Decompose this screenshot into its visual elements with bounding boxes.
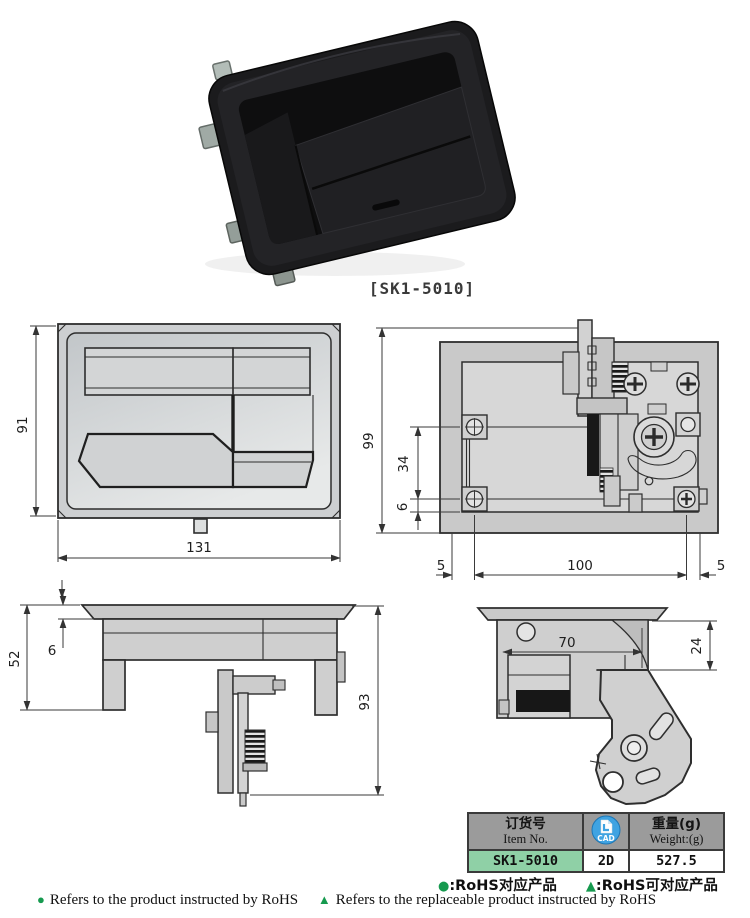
legend-text: Refers to the replaceable product instru… xyxy=(335,892,657,908)
cell-weight: 527.5 xyxy=(628,849,725,873)
rear-mount-hole-bottom-left xyxy=(461,486,488,512)
dim-rear-hole-offset-v: 6 xyxy=(395,503,411,512)
rohs-dot-icon: ● xyxy=(37,892,45,907)
header-weight: 重量(g) Weight:(g) xyxy=(628,812,725,851)
dim-rear-height: 99 xyxy=(361,432,377,449)
rear-mount-hole-top-left xyxy=(461,414,488,440)
dim-rear-hole-spacing-v: 34 xyxy=(396,455,412,472)
latch-body xyxy=(198,20,516,287)
dim-rear-hole-spacing-h: 100 xyxy=(567,558,593,574)
cell-cad-type: 2D xyxy=(582,849,630,873)
rear-mount-hole-bottom-right xyxy=(673,486,700,512)
dim-side-depth: 93 xyxy=(357,693,373,710)
header-weight-zh: 重量(g) xyxy=(651,816,701,832)
table-row: SK1-5010 2D 527.5 xyxy=(467,849,725,873)
legend-item: ▲ Refers to the replaceable product instr… xyxy=(318,892,656,909)
cell-item-no: SK1-5010 xyxy=(467,849,584,873)
front-view-dimensions: 91 131 xyxy=(15,325,341,562)
dim-front-height: 91 xyxy=(15,416,31,433)
engineering-drawings: 91 131 xyxy=(7,319,726,807)
side-view-left-dimensions: 52 6 93 xyxy=(7,592,384,796)
dim-side-body-width: 70 xyxy=(558,635,575,651)
model-label: [SK1-5010] xyxy=(368,279,476,298)
dim-front-width: 131 xyxy=(186,540,212,556)
dim-side-front-height: 52 xyxy=(7,650,23,667)
cad-icon-label: CAD xyxy=(597,834,615,843)
legend-item: ●:RoHS对应产品 xyxy=(438,874,557,895)
rohs-triangle-icon: ▲ xyxy=(585,879,596,894)
dim-rear-margin-right: 5 xyxy=(717,558,726,574)
front-view-drawing xyxy=(57,323,341,599)
dim-side-catch-height: 24 xyxy=(689,637,705,654)
spec-table: 订货号 Item No. CAD 重量(g) Weight:(g) SK1-50… xyxy=(467,812,725,873)
side-view-right-drawing xyxy=(476,607,692,806)
rohs-triangle-icon: ▲ xyxy=(317,892,331,907)
legend-text: Refers to the product instructed by RoHS xyxy=(49,892,299,908)
header-item-no-zh: 订货号 xyxy=(505,816,546,832)
rohs-legend-zh: ●:RoHS对应产品 ▲:RoHS可对应产品 xyxy=(438,874,718,895)
dim-rear-margin-left: 5 xyxy=(437,558,446,574)
product-photo xyxy=(198,20,516,287)
side-view-right-dimensions: 70 24 xyxy=(502,620,717,671)
rear-view-drawing xyxy=(439,319,719,534)
legend-item: ● Refers to the product instructed by RoH… xyxy=(37,892,298,909)
header-weight-en: Weight:(g) xyxy=(649,832,704,846)
rear-view-dimensions: 99 34 6 5 100 5 xyxy=(361,327,726,580)
header-cad: CAD xyxy=(582,812,630,851)
rohs-dot-icon: ● xyxy=(438,879,450,894)
legend-text: :RoHS可对应产品 xyxy=(595,878,718,894)
header-item-no-en: Item No. xyxy=(503,832,548,846)
legend-text: :RoHS对应产品 xyxy=(449,878,557,894)
cad-icon: CAD xyxy=(591,815,621,844)
legend-item: ▲:RoHS可对应产品 xyxy=(586,874,718,895)
dim-side-flange: 6 xyxy=(48,643,57,659)
side-view-left-drawing xyxy=(80,604,357,807)
header-item-no: 订货号 Item No. xyxy=(467,812,584,851)
rohs-legend-en: ● Refers to the product instructed by RoH… xyxy=(37,892,656,909)
